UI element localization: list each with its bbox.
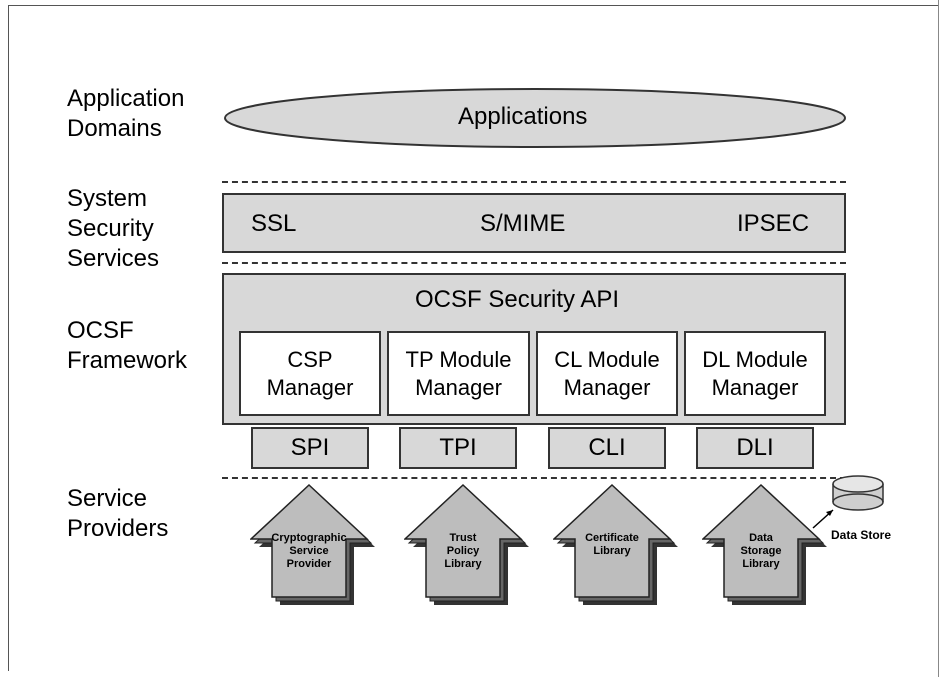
provider-label: Cryptographic Service Provider (271, 532, 347, 570)
figure-frame (8, 5, 938, 671)
security-services-box (222, 193, 846, 253)
provider-label: Trust Policy Library (444, 532, 482, 570)
provider-label: Certificate Library (585, 532, 639, 557)
provider-cryptographic-service: Cryptographic Service Provider (250, 480, 380, 610)
provider-certificate-library: Certificate Library (553, 480, 683, 610)
applications-ellipse (224, 88, 846, 148)
layer-label-ocsf-framework: OCSF Framework (67, 317, 188, 374)
dli-box: DLI (696, 427, 814, 469)
stacked-arrow-icon (702, 483, 827, 605)
stacked-arrow-icon (553, 483, 678, 605)
tpi-box: TPI (399, 427, 517, 469)
separator-bottom (222, 477, 846, 479)
stacked-arrow-icon (250, 483, 375, 605)
frame-edge (938, 0, 939, 677)
separator-middle (222, 262, 846, 264)
tp-module-manager-box: TP Module Manager (387, 331, 530, 416)
dl-module-manager-box: DL Module Manager (684, 331, 826, 416)
security-api-label: OCSF Security API (415, 286, 620, 313)
cl-module-manager-box: CL Module Manager (536, 331, 678, 416)
spi-box: SPI (251, 427, 369, 469)
layer-label-system-security-services: System Security Services (67, 185, 160, 272)
csp-manager-box: CSP Manager (239, 331, 381, 416)
data-store-label: Data Store (831, 528, 892, 542)
cli-box: CLI (548, 427, 666, 469)
layer-label-service-providers: Service Providers (67, 485, 169, 542)
provider-label: Data Storage Library (740, 532, 782, 570)
data-store-icon (812, 475, 884, 529)
smime-label: S/MIME (480, 210, 566, 237)
layer-label-application-domains: Application Domains (67, 85, 185, 142)
applications-label: Applications (458, 103, 588, 130)
ipsec-label: IPSEC (737, 210, 810, 237)
separator-top (222, 181, 846, 183)
provider-data-storage: Data Storage Library (702, 480, 832, 610)
ssl-label: SSL (251, 210, 297, 237)
provider-trust-policy: Trust Policy Library (404, 480, 534, 610)
stacked-arrow-icon (404, 483, 529, 605)
